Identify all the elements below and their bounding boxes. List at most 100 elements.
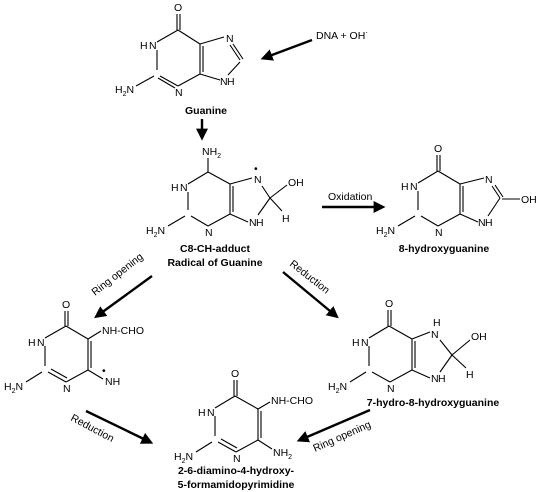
hydro-hydroxyguanine-nh2-n: N: [340, 381, 348, 393]
oxoguanine-atom-n3: N: [435, 227, 443, 239]
hydro-hydroxyguanine-atom-n1: N: [361, 337, 369, 349]
ring-open-radical-atom-n1: N: [37, 337, 45, 349]
hydro-hydroxyguanine-bonds: [349, 310, 471, 383]
fapy-nh2-sub: 2: [182, 458, 186, 465]
guanine-atom-h1: H: [140, 40, 148, 52]
label-oxidation: Oxidation: [328, 191, 373, 203]
oxoguanine-atom-n9: N: [478, 217, 486, 229]
ring-open-radical-atom-nh2: H2N: [4, 381, 23, 395]
arrow-oh-attack: [260, 38, 313, 61]
hydro-hydroxyguanine-atom-nh2: H2N: [328, 381, 347, 395]
fapy-atom-n1: N: [207, 407, 215, 419]
fapy-nh2-right-text: NH: [273, 447, 288, 459]
ring-open-radical-atom-o: O: [62, 299, 70, 311]
arrow-ring-opening-1: [94, 275, 153, 319]
oxoguanine-atom-o: O: [434, 143, 442, 155]
oxoguanine-bonds: [397, 155, 520, 227]
fapy-nh2-n: N: [186, 451, 194, 463]
reactant-text: DNA + OH: [316, 30, 365, 42]
reactant-label: DNA + OH·: [316, 28, 368, 42]
oxoguanine-nh2-n: N: [388, 225, 396, 237]
molecule-fapy: O H N N NH-CHO NH2 H2N 2-6-diamino-4-hyd…: [174, 368, 313, 491]
fapy-nh2-h: H: [174, 451, 182, 463]
oxoguanine-atom-oh: OH: [521, 194, 537, 206]
adduct-nh2-h: H: [146, 225, 154, 237]
adduct-atom-oh: OH: [288, 177, 304, 189]
arrow-reduction-1: [282, 271, 339, 319]
molecule-c8-adduct: NH2 H N N N • N H OH H H2N C8-CH-adduct …: [146, 146, 304, 269]
ring-open-radical-nh2-n: N: [16, 381, 24, 393]
hydro-hydroxyguanine-nh2-h: H: [328, 381, 336, 393]
oxoguanine-nh2-sub: 2: [384, 232, 388, 239]
ring-open-radical-radical: •: [102, 365, 106, 377]
adduct-atom-n7: N: [254, 174, 262, 186]
oxoguanine-name: 8-hydroxyguanine: [399, 243, 490, 255]
hydro-hydroxyguanine-atom-n9: N: [431, 373, 439, 385]
ring-open-radical-atom-nhcho: NH-CHO: [102, 325, 144, 337]
guanine-nh2-h: H: [115, 84, 123, 96]
label-ring-opening-2: Ring opening: [311, 419, 373, 455]
fapy-name-line2: 5-formamidopyrimidine: [178, 479, 295, 491]
hydro-hydroxyguanine-atom-oh: OH: [471, 331, 487, 343]
guanine-atom-h9: H: [227, 76, 235, 88]
guanine-atom-n7: N: [226, 33, 234, 45]
ring-open-radical-nh2-sub: 2: [12, 388, 16, 395]
guanine-name: Guanine: [185, 105, 227, 117]
hydro-hydroxyguanine-nh2-sub: 2: [336, 388, 340, 395]
ring-open-radical-atom-h1: H: [28, 337, 36, 349]
label-reduction-1: Reduction: [287, 258, 332, 297]
ring-open-radical-atom-nh: NH: [105, 376, 120, 388]
guanine-atom-n1: N: [149, 40, 157, 52]
adduct-atom-n9: N: [249, 217, 257, 229]
hydro-hydroxyguanine-atom-h7: H: [433, 317, 441, 329]
ring-open-radical-bonds: [25, 311, 104, 383]
label-reduction-2: Reduction: [69, 412, 117, 445]
adduct-atom-h8: H: [282, 213, 290, 225]
guanine-nh2-sub: 2: [123, 91, 127, 98]
fapy-atom-n3: N: [233, 453, 241, 465]
hydro-hydroxyguanine-atom-h1: H: [352, 337, 360, 349]
label-ring-opening-1: Ring opening: [89, 251, 145, 299]
ring-open-radical-atom-n3: N: [63, 383, 71, 395]
fapy-name-line1: 2-6-diamino-4-hydroxy-: [178, 465, 295, 477]
oxoguanine-atom-n7: N: [485, 174, 493, 186]
guanine-atom-o: O: [174, 2, 182, 14]
oxoguanine-atom-h1: H: [401, 181, 409, 193]
adduct-atom-n3: N: [205, 227, 213, 239]
reactant-radical: ·: [365, 28, 368, 37]
molecule-guanine: O H N N N N H H2N Guanine: [115, 2, 244, 117]
adduct-radical: •: [254, 163, 258, 175]
fapy-bonds: [195, 380, 273, 453]
guanine-bonds: [135, 14, 244, 89]
hydro-hydroxyguanine-atom-o: O: [385, 298, 393, 310]
adduct-atom-nh2: H2N: [146, 225, 165, 239]
adduct-nh2-top-text: NH: [202, 146, 217, 158]
adduct-name-line2: Radical of Guanine: [167, 257, 262, 269]
oxoguanine-atom-h9: H: [485, 217, 493, 229]
hydro-hydroxyguanine-atom-n7: N: [431, 329, 439, 341]
oxoguanine-nh2-h: H: [376, 225, 384, 237]
guanine-atom-n3: N: [175, 87, 183, 99]
adduct-bonds: [167, 158, 288, 227]
guanine-atom-n9: N: [220, 76, 228, 88]
adduct-nh2-n: N: [158, 225, 166, 237]
molecule-ring-open-radical: O H N N NH-CHO • NH H2N: [4, 299, 144, 395]
arrow-ring-opening-2: [296, 408, 371, 443]
hydro-hydroxyguanine-atom-n3: N: [387, 383, 395, 395]
ring-open-radical-nh2-h: H: [4, 381, 12, 393]
adduct-atom-nh2-top: NH2: [202, 146, 221, 160]
fapy-atom-h1: H: [198, 407, 206, 419]
adduct-nh2-sub: 2: [154, 232, 158, 239]
adduct-nh2-top-sub: 2: [217, 153, 221, 160]
oxoguanine-atom-nh2: H2N: [376, 225, 395, 239]
arrow-reduction-2: [85, 409, 154, 444]
adduct-atom-h1: H: [171, 182, 179, 194]
molecule-8-hydroxyguanine: O H N N N N H OH H2N 8-hydroxyguanine: [376, 143, 537, 255]
hydro-hydroxyguanine-atom-h8: H: [466, 369, 474, 381]
fapy-atom-o: O: [231, 368, 239, 380]
guanine-atom-nh2: H2N: [115, 84, 134, 98]
fapy-atom-nh2: H2N: [174, 451, 193, 465]
hydro-hydroxyguanine-name: 7-hydro-8-hydroxyguanine: [367, 397, 500, 409]
fapy-atom-nhcho: NH-CHO: [271, 395, 313, 407]
